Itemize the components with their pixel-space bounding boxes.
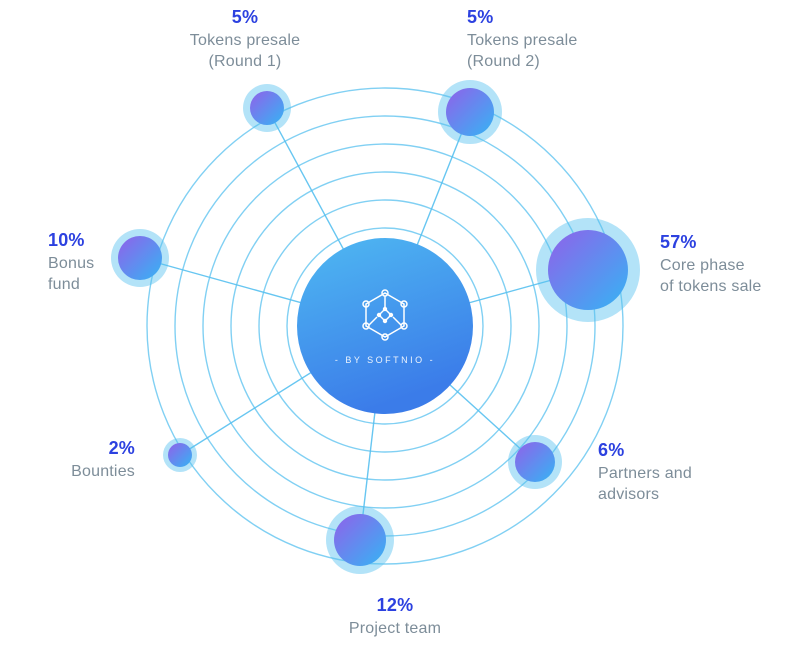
label-project-team: 12% Project team [295, 594, 495, 639]
bubble-bonus-fund [111, 229, 169, 287]
label-line: Tokens presale [189, 32, 301, 49]
percent-value: 5% [467, 7, 494, 27]
bubble-project-team [326, 506, 394, 574]
label-line: advisors [598, 486, 660, 503]
label-line: Partners and [598, 465, 693, 482]
percent-value: 2% [108, 438, 135, 458]
bubble-tokens-presale-round-2 [438, 80, 502, 144]
bubble-partners-and-advisors [508, 435, 562, 489]
label-line: Tokens presale [467, 32, 578, 49]
percent-value: 10% [48, 230, 85, 250]
label-core-phase: 57% Core phase of tokens sale [660, 231, 805, 297]
label-line: fund [48, 276, 80, 293]
percent-value: 57% [660, 232, 697, 252]
label-line: Project team [348, 620, 442, 637]
label-line: Core phase [660, 257, 745, 274]
label-partners-and-advisors: 6% Partners and advisors [598, 439, 738, 505]
center-circle [297, 238, 473, 414]
label-line: (Round 2) [467, 53, 540, 70]
label-line: of tokens sale [660, 278, 762, 295]
label-bonus-fund: 10% Bonus fund [48, 229, 168, 295]
bubble-bounties [163, 438, 197, 472]
bubble-core-phase [536, 218, 640, 322]
label-line: Bounties [71, 463, 135, 480]
bubble-tokens-presale-round-1 [243, 84, 291, 132]
percent-value: 5% [231, 7, 259, 27]
label-line: (Round 1) [208, 53, 282, 70]
percent-value: 12% [376, 595, 414, 615]
label-tokens-presale-round-1: 5% Tokens presale (Round 1) [150, 6, 340, 72]
label-tokens-presale-round-2: 5% Tokens presale (Round 2) [467, 6, 657, 72]
percent-value: 6% [598, 440, 625, 460]
label-line: Bonus [48, 255, 95, 272]
label-bounties: 2% Bounties [35, 437, 135, 482]
